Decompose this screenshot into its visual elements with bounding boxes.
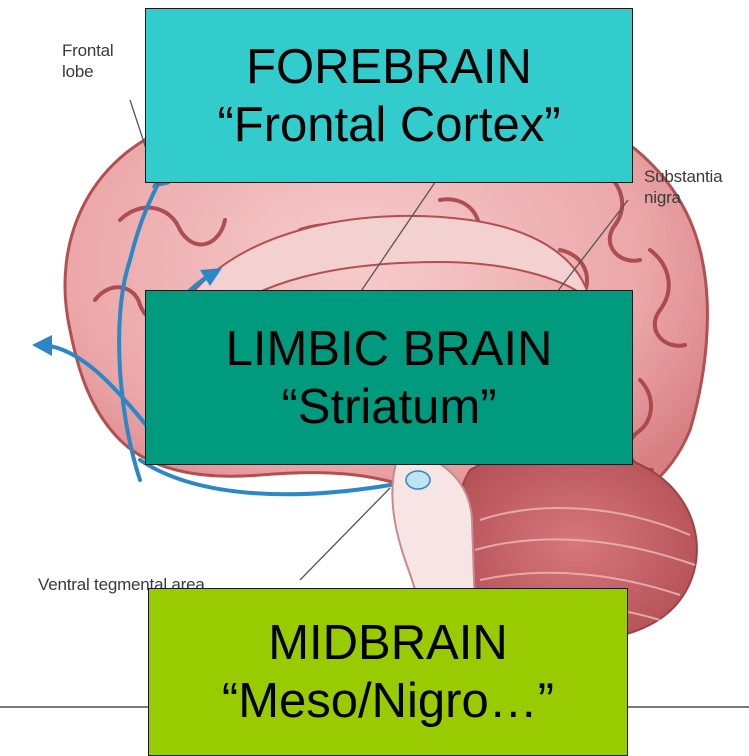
midbrain-subtitle: “Meso/Nigro…” xyxy=(149,672,627,730)
midbrain-box: MIDBRAIN “Meso/Nigro…” xyxy=(148,588,628,756)
limbic-brain-box: LIMBIC BRAIN “Striatum” xyxy=(145,290,633,465)
frontal-lobe-label-line1: Frontal xyxy=(62,40,114,61)
frontal-lobe-label-line2: lobe xyxy=(62,61,114,82)
limbic-brain-subtitle: “Striatum” xyxy=(146,378,632,436)
midbrain-title: MIDBRAIN xyxy=(149,614,627,672)
substantia-nigra-label-line2: nigra xyxy=(644,187,722,208)
forebrain-title: FOREBRAIN xyxy=(146,38,632,96)
forebrain-subtitle: “Frontal Cortex” xyxy=(146,96,632,154)
substantia-nigra-label: Substantia nigra xyxy=(644,166,722,208)
forebrain-box: FOREBRAIN “Frontal Cortex” xyxy=(145,8,633,183)
frontal-lobe-label: Frontal lobe xyxy=(62,40,114,82)
limbic-brain-title: LIMBIC BRAIN xyxy=(146,320,632,378)
substantia-nigra-label-line1: Substantia xyxy=(644,166,722,187)
